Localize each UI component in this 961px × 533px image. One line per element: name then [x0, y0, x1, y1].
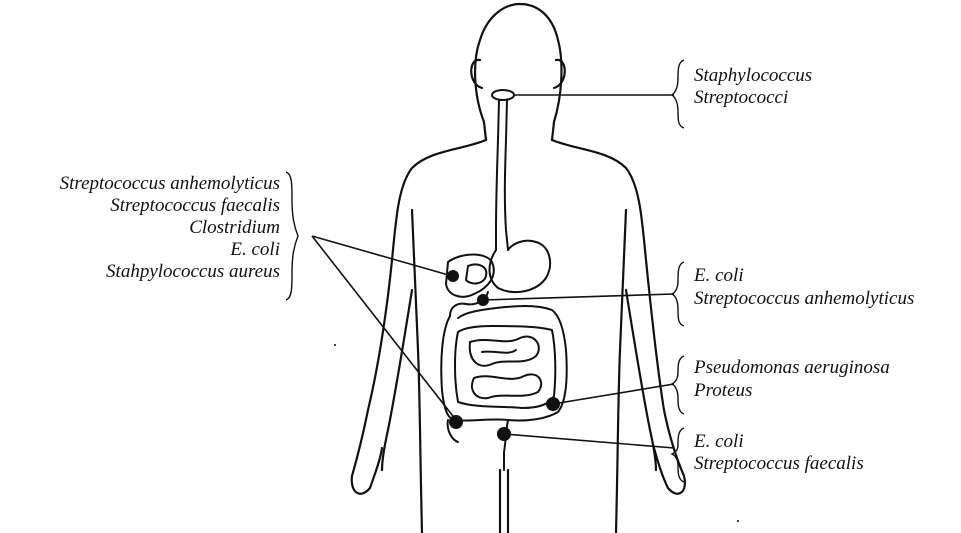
right-ear: [554, 60, 565, 88]
mouth: [492, 90, 514, 100]
neck-left: [484, 122, 486, 140]
head-outline: [475, 4, 561, 122]
pointer-appendix: [312, 236, 456, 420]
brace-left-group: [286, 172, 298, 300]
label-rectum-2: Streptococcus faecalis: [694, 454, 864, 474]
label-left-1: Streptococcus anhemolyticus: [60, 174, 280, 194]
pointer-gallbladder: [312, 236, 452, 276]
left-shoulder-arm: [352, 140, 486, 494]
brace-mouth: [672, 60, 684, 128]
label-mouth-1: Staphylococcus: [694, 66, 812, 86]
small-intestine-2: [472, 374, 541, 398]
label-duodenum-1: E. coli: [694, 266, 744, 286]
left-ear: [471, 60, 482, 88]
label-left-3: Clostridium: [189, 218, 280, 238]
speck: [737, 520, 739, 522]
esophagus-left: [496, 100, 499, 250]
pointer-rectum: [504, 434, 674, 448]
stomach: [490, 241, 551, 292]
small-intestine-1: [470, 337, 539, 366]
label-duodenum-2: Streptococcus anhemolyticus: [694, 289, 914, 309]
label-left-2: Streptococcus faecalis: [110, 196, 280, 216]
label-left-5: Stahpylococcus aureus: [106, 262, 280, 282]
site-gallbladder: [447, 270, 459, 282]
pointer-colon: [553, 384, 674, 404]
label-colon-2: Proteus: [694, 381, 752, 401]
left-torso: [412, 210, 422, 533]
right-torso: [616, 210, 626, 533]
neck-right: [552, 122, 554, 140]
speck: [334, 344, 336, 346]
label-colon-1: Pseudomonas aeruginosa: [694, 358, 890, 378]
label-mouth-2: Streptococci: [694, 88, 788, 108]
small-intestine-3: [482, 350, 516, 353]
gallbladder: [466, 264, 486, 283]
brace-colon: [672, 356, 684, 414]
label-rectum-1: E. coli: [694, 432, 744, 452]
left-inner-arm: [382, 290, 412, 470]
esophagus-right: [505, 100, 508, 250]
site-appendix: [449, 415, 463, 429]
label-left-4: E. coli: [230, 240, 280, 260]
pointer-duodenum: [483, 294, 674, 300]
